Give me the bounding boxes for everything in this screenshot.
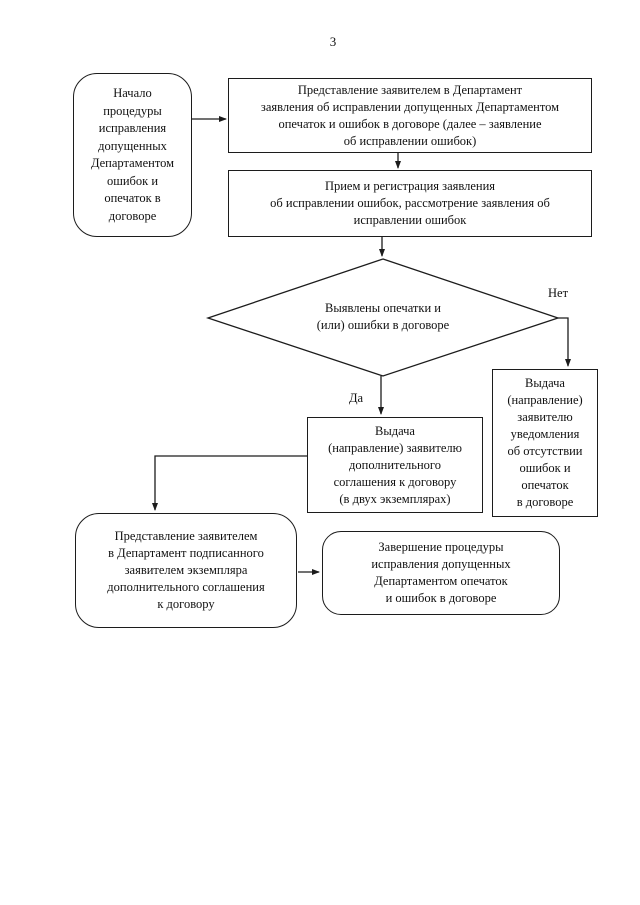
node-start: Начало процедуры исправления допущенных … <box>73 73 192 237</box>
connector-no-branch <box>558 317 571 367</box>
connector-agreement-to-signed <box>152 455 307 511</box>
branch-label-no: Нет <box>548 286 569 300</box>
branch-label-yes: Да <box>349 391 364 405</box>
node-decision-label: Выявлены опечатки и (или) ошибки в догов… <box>316 301 450 332</box>
node-reception: Прием и регистрация заявления об исправл… <box>228 170 592 237</box>
node-finish: Завершение процедуры исправления допущен… <box>322 531 560 615</box>
node-issue-agreement: Выдача (направление) заявителю дополните… <box>307 417 483 513</box>
node-submit-application: Представление заявителем в Департамент з… <box>228 78 592 153</box>
page-number: 3 <box>329 34 337 49</box>
decision-diamond-shape <box>205 258 561 377</box>
node-submit-signed-copy: Представление заявителем в Департамент п… <box>75 513 297 628</box>
node-issue-notification: Выдача (направление) заявителю уведомлен… <box>492 369 598 517</box>
